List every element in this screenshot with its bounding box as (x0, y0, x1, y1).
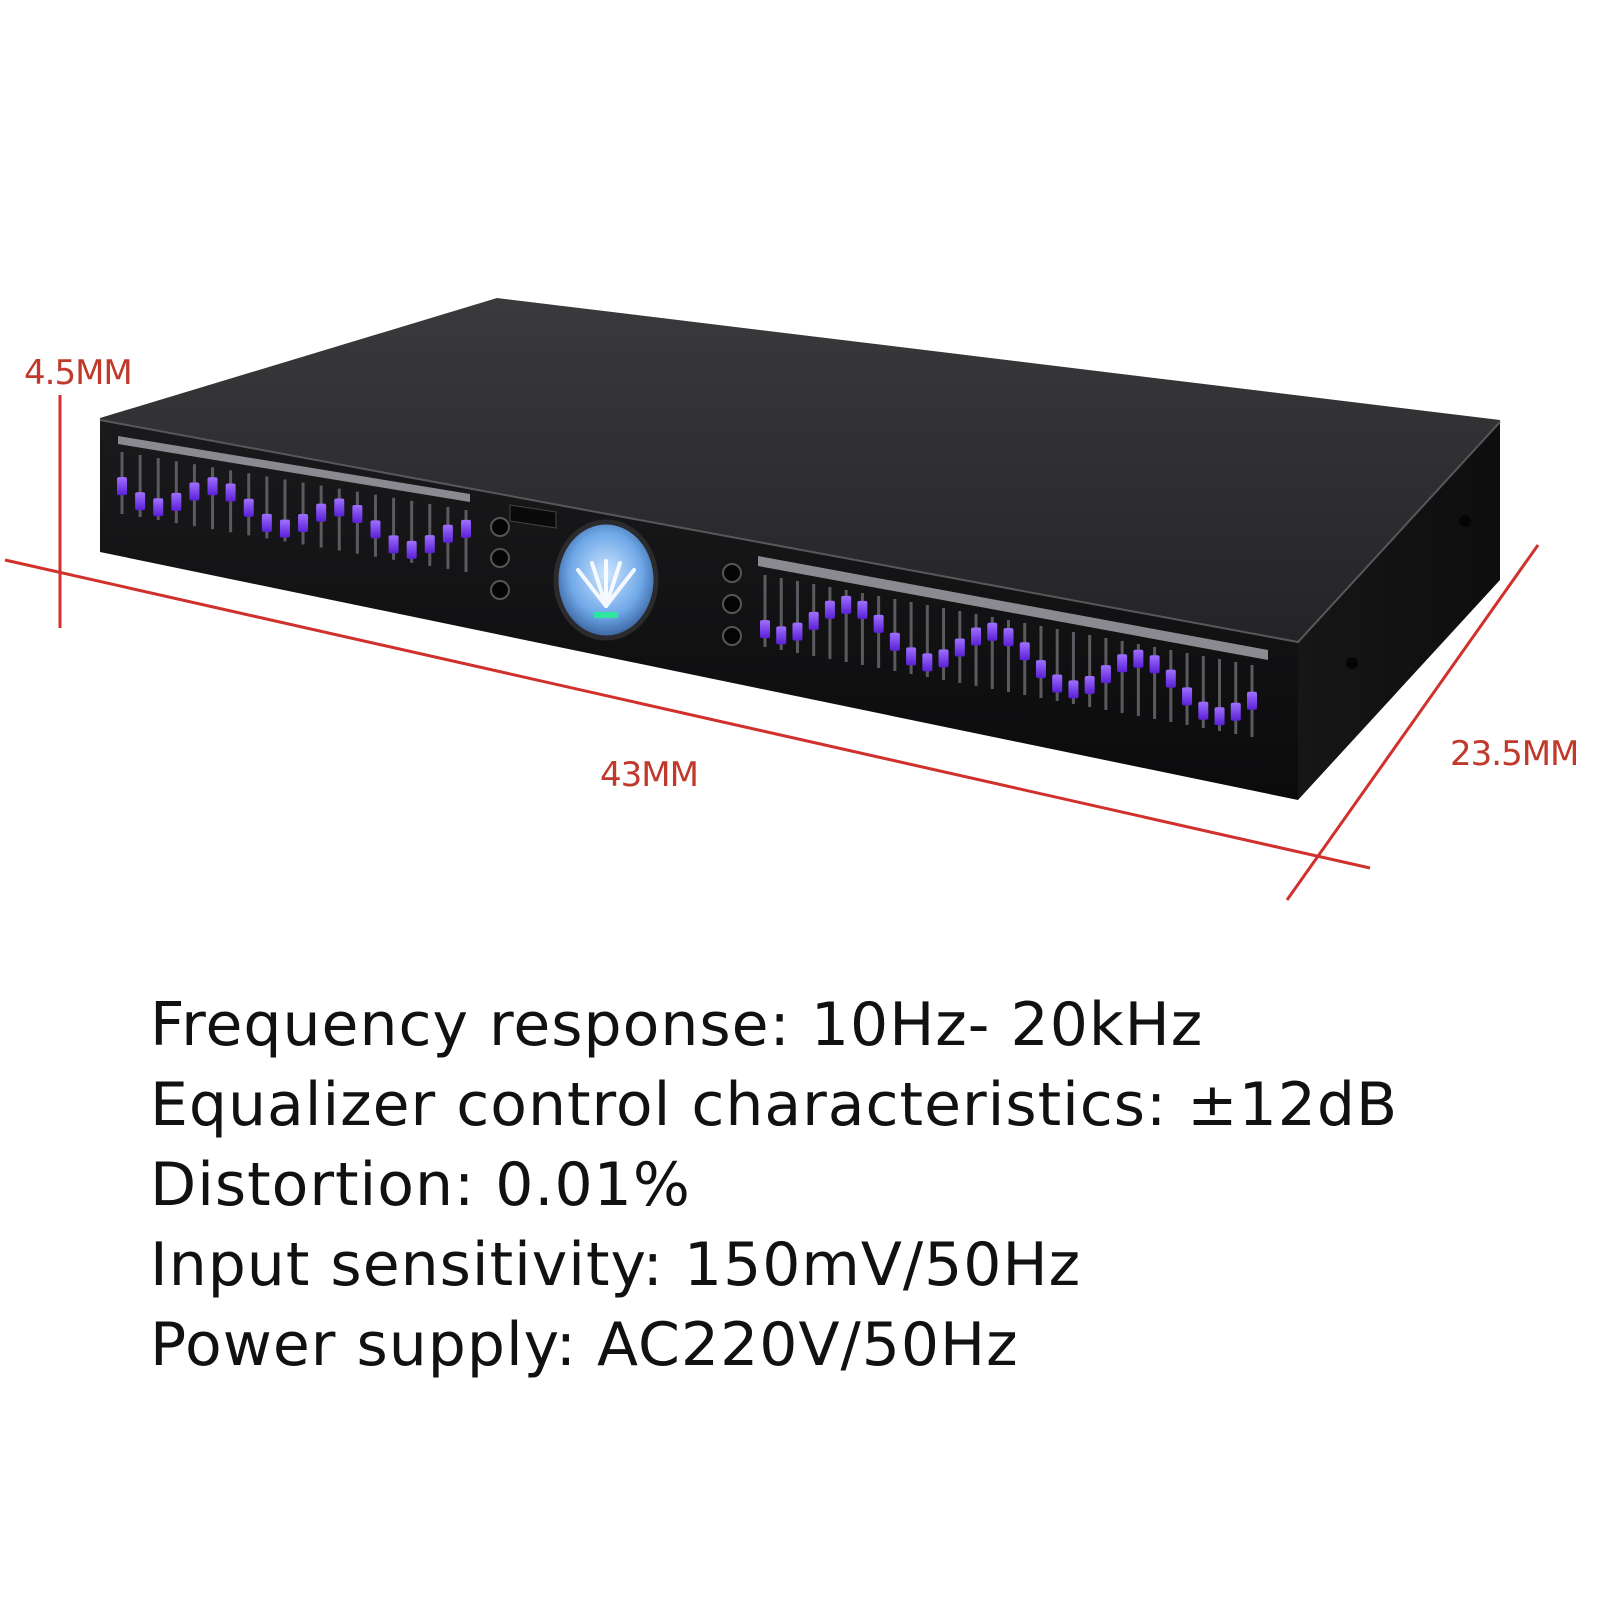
eq-slider-knob[interactable] (1068, 680, 1079, 699)
eq-slider-knob[interactable] (1149, 655, 1160, 674)
eq-slider-knob[interactable] (461, 519, 471, 538)
eq-slider-knob[interactable] (189, 482, 200, 501)
eq-slider-knob[interactable] (1247, 691, 1257, 710)
eq-slider-knob[interactable] (1230, 702, 1241, 721)
width-dimension-line (4, 558, 1371, 870)
eq-slider-knob[interactable] (1198, 701, 1209, 720)
dimension-lines (4, 395, 1540, 901)
eq-slider-knob[interactable] (424, 535, 435, 554)
eq-slider-knob[interactable] (857, 600, 868, 619)
height-dimension-label: 4.5MM (24, 353, 132, 393)
eq-slider-knob[interactable] (906, 647, 917, 666)
chassis-edge (99, 419, 1501, 644)
chassis-front-panel (100, 420, 1298, 800)
eq-slider-knob[interactable] (406, 540, 417, 559)
spec-frequency-response: Frequency response: 10Hz- 20kHz (150, 990, 1204, 1060)
left-slider-bank (117, 436, 471, 572)
eq-slider-knob[interactable] (971, 627, 982, 646)
eq-slider-knob[interactable] (1003, 628, 1014, 647)
eq-slider-knob[interactable] (873, 614, 884, 633)
eq-slider-knob[interactable] (938, 649, 949, 668)
meter-indicator (594, 612, 618, 618)
eq-slider-knob[interactable] (207, 477, 218, 496)
eq-slider-knob[interactable] (316, 503, 327, 522)
left-label-strip (118, 436, 470, 502)
eq-slider-knob[interactable] (261, 513, 272, 532)
spec-list: Frequency response: 10Hz- 20kHz Equalize… (150, 985, 1398, 1385)
right-button-2[interactable] (722, 594, 742, 614)
meter-needles (576, 559, 636, 608)
eq-slider-knob[interactable] (824, 600, 835, 619)
eq-slider-knob[interactable] (1035, 660, 1046, 679)
eq-slider-knob[interactable] (1084, 676, 1095, 695)
display-window (509, 504, 557, 529)
eq-slider-knob[interactable] (135, 492, 146, 511)
eq-slider-knob[interactable] (370, 520, 381, 539)
eq-slider-knob[interactable] (153, 498, 164, 517)
eq-slider-knob[interactable] (243, 498, 254, 517)
spec-equalizer-control: Equalizer control characteristics: ±12dB (150, 1070, 1399, 1140)
depth-dimension-line (1285, 544, 1540, 901)
eq-slider-knob[interactable] (442, 524, 453, 543)
spec-input-sensitivity: Input sensitivity: 150mV/50Hz (150, 1230, 1082, 1300)
right-button-1[interactable] (722, 563, 742, 583)
eq-slider-knob[interactable] (1182, 687, 1193, 706)
eq-slider-knob[interactable] (954, 638, 965, 657)
eq-slider-knob[interactable] (760, 620, 770, 639)
eq-slider-knob[interactable] (1133, 649, 1144, 668)
right-button-3[interactable] (722, 626, 742, 646)
spec-distortion: Distortion: 0.01% (150, 1150, 691, 1220)
width-dimension-label: 43MM (600, 755, 698, 795)
left-button-2[interactable] (490, 548, 510, 568)
side-screw (1346, 657, 1358, 669)
left-button-3[interactable] (490, 580, 510, 600)
eq-slider-knob[interactable] (1052, 674, 1063, 693)
eq-slider-knob[interactable] (792, 622, 803, 641)
chassis-side (1298, 422, 1500, 800)
eq-slider-knob[interactable] (1214, 707, 1225, 726)
eq-slider-knob[interactable] (841, 595, 852, 614)
eq-slider-knob[interactable] (889, 632, 900, 651)
eq-slider-knob[interactable] (352, 504, 363, 523)
eq-slider-knob[interactable] (117, 477, 127, 496)
eq-slider-knob[interactable] (776, 626, 787, 645)
eq-slider-knob[interactable] (1019, 642, 1030, 661)
eq-slider-knob[interactable] (298, 514, 309, 533)
eq-slider-knob[interactable] (225, 483, 236, 502)
eq-slider-knob[interactable] (1100, 665, 1111, 684)
spec-power-supply: Power supply: AC220V/50Hz (150, 1310, 1019, 1380)
left-button-1[interactable] (490, 517, 510, 537)
eq-slider-knob[interactable] (334, 498, 345, 517)
eq-slider-knob[interactable] (922, 653, 933, 672)
eq-slider-knob[interactable] (279, 519, 290, 538)
chassis-top (100, 298, 1500, 642)
right-label-strip (758, 556, 1268, 660)
depth-dimension-label: 23.5MM (1450, 734, 1578, 774)
eq-slider-knob[interactable] (808, 611, 819, 630)
eq-slider-knob[interactable] (388, 535, 399, 554)
side-screw (1459, 515, 1471, 527)
center-controls (490, 504, 742, 646)
eq-slider-knob[interactable] (987, 622, 998, 641)
eq-slider-knob[interactable] (1117, 654, 1128, 673)
eq-slider-knob[interactable] (171, 492, 182, 511)
equalizer-chassis (99, 298, 1501, 800)
eq-slider-knob[interactable] (1165, 669, 1176, 688)
right-slider-bank (758, 556, 1268, 737)
